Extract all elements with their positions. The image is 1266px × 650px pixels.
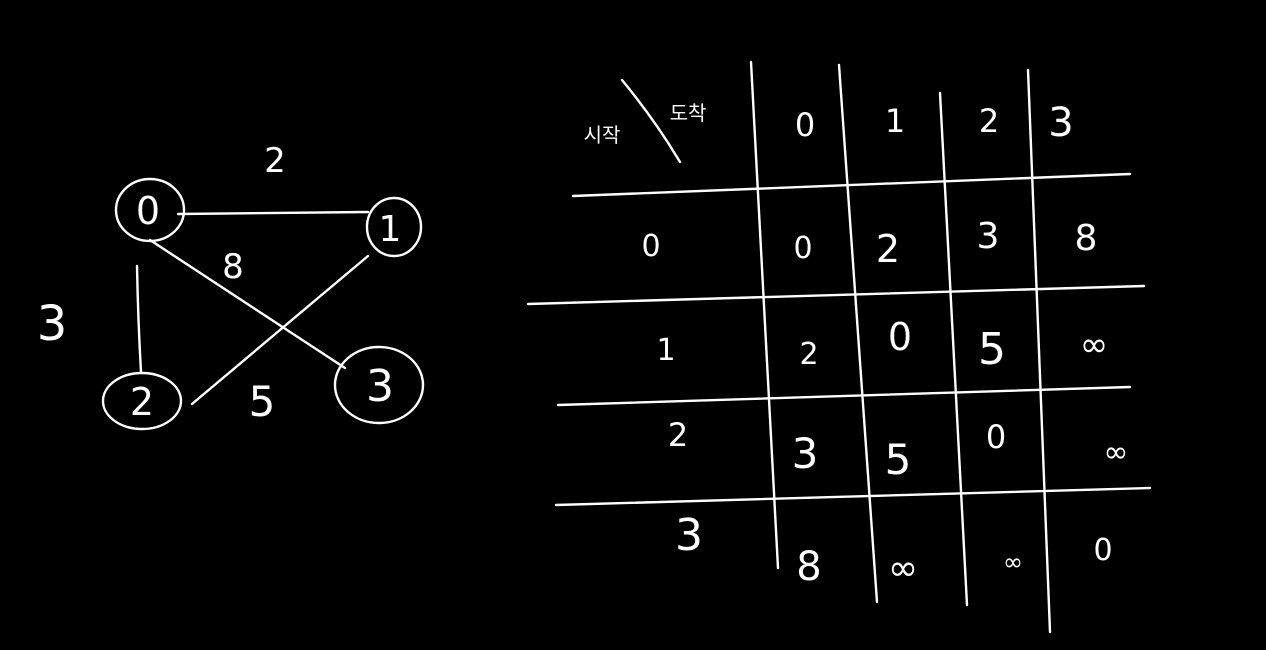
graph-node-3: 3: [333, 345, 425, 425]
edge-weight-0-3: 8: [222, 247, 244, 287]
matrix-cell: 3: [977, 216, 1000, 257]
edge-weight-1-2: 5: [249, 377, 276, 426]
edge-0-3: [148, 238, 347, 370]
graph-node-label: 0: [136, 189, 160, 233]
matrix-cell: ∞: [1104, 435, 1129, 470]
edge-1-2: [190, 254, 370, 406]
matrix-hline: [556, 385, 1132, 407]
matrix-cell: 2: [799, 337, 818, 372]
graph-diagram: 2 3 8 5 0 1 2 3: [37, 141, 425, 431]
matrix-column-header: 3: [1048, 100, 1073, 146]
matrix-row-header: 3: [675, 510, 703, 561]
matrix-column-header: 0: [795, 106, 815, 144]
matrix-cell: 0: [888, 315, 912, 359]
adjacency-matrix: 시작 도착 0 1 2 3 0 1 2 3 0 2 3 8 2 0 5 ∞ 3 …: [526, 60, 1152, 634]
edge-weight-0-2: 3: [37, 296, 68, 352]
matrix-column-header: 2: [979, 102, 999, 140]
graph-node-2: 2: [101, 371, 183, 431]
matrix-cell: 0: [986, 418, 1006, 456]
graph-node-1: 1: [365, 196, 423, 258]
edge-weight-0-1: 2: [264, 141, 286, 181]
matrix-cell: ∞: [1080, 325, 1108, 365]
matrix-corner-col-label: 도착: [670, 101, 707, 125]
matrix-cell: ∞: [888, 548, 918, 589]
matrix-cell: 0: [1093, 533, 1112, 568]
matrix-corner-diagonal: [620, 78, 682, 164]
matrix-hline: [526, 284, 1146, 306]
matrix-cell: ∞: [1003, 548, 1023, 576]
matrix-cell: 8: [796, 544, 821, 590]
edge-0-1: [176, 210, 370, 216]
matrix-row-header: 0: [641, 229, 660, 264]
matrix-cell: 2: [876, 227, 900, 271]
graph-node-label: 3: [366, 361, 394, 412]
graph-node-0: 0: [114, 177, 186, 243]
matrix-cell: 0: [793, 231, 812, 266]
matrix-cell: 8: [1075, 218, 1098, 259]
graph-node-label: 2: [130, 380, 154, 424]
matrix-vline: [938, 91, 969, 607]
matrix-cell: 5: [885, 435, 912, 484]
edge-0-2: [135, 264, 143, 374]
matrix-hline: [571, 172, 1132, 198]
matrix-corner-row-label: 시작: [584, 123, 621, 147]
matrix-column-header: 1: [885, 102, 905, 140]
matrix-cell: 5: [978, 324, 1006, 375]
matrix-row-header: 1: [656, 333, 675, 368]
matrix-hline: [554, 486, 1152, 507]
matrix-row-header: 2: [668, 416, 688, 454]
matrix-vline: [1026, 68, 1052, 634]
graph-node-label: 1: [379, 209, 402, 250]
matrix-cell: 3: [792, 429, 819, 478]
matrix-vline: [837, 63, 879, 604]
